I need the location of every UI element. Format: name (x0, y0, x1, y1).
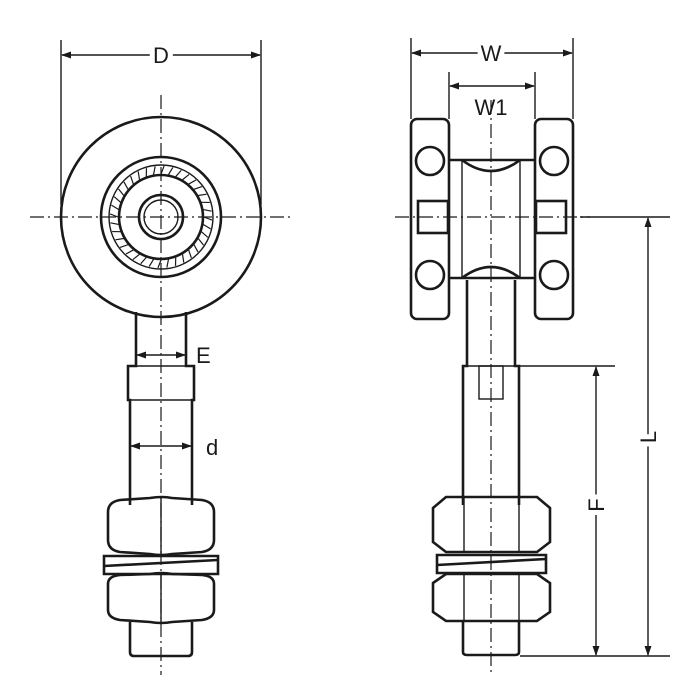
bearing-tooth (175, 169, 182, 177)
front-bolt-end (128, 622, 194, 658)
side-view: W W1 L F (395, 36, 670, 675)
bearing-tooth (193, 186, 203, 190)
bearing-tooth (203, 223, 211, 230)
label-F: F (584, 498, 609, 511)
bearing-tooth (166, 259, 170, 268)
bearing-tooth (119, 244, 129, 248)
bearing-tooth (188, 179, 197, 185)
side-right-wheel-section (533, 117, 575, 321)
dimension-W1: W1 (448, 72, 536, 120)
side-spring-washer (435, 553, 548, 575)
side-shaft (461, 280, 521, 505)
bearing-tooth (140, 257, 147, 265)
label-d: d (206, 435, 218, 460)
bearing-tooth (203, 216, 213, 221)
bearing-tooth (115, 237, 124, 241)
bearing-tooth (198, 193, 207, 197)
bearing-tooth (167, 167, 174, 175)
bearing-tooth (152, 166, 156, 175)
bearing-tooth (203, 208, 212, 212)
bearing-tooth (137, 171, 141, 180)
side-hub (448, 158, 536, 280)
label-D: D (153, 43, 169, 68)
dimension-W: W (410, 36, 574, 119)
dimension-L: L (520, 216, 670, 657)
bearing-tooth (201, 231, 209, 238)
bearing-tooth (123, 181, 129, 190)
bearing-tooth (117, 188, 125, 196)
front-view: D E d (30, 38, 290, 675)
label-W: W (481, 41, 502, 66)
bearing-tooth (188, 249, 192, 259)
side-lower-nut (431, 572, 552, 623)
bearing-tooth (109, 213, 119, 218)
side-upper-nut (431, 495, 552, 554)
front-wheel (59, 115, 263, 319)
front-upper-nut (106, 495, 216, 557)
bearing-tooth (181, 254, 185, 263)
dimension-F: F (520, 365, 615, 656)
dimension-d: d (130, 435, 218, 460)
bearing-tooth (110, 222, 119, 226)
bearing-tooth (182, 173, 190, 181)
front-spring-washer (102, 554, 220, 576)
label-L: L (636, 431, 661, 443)
label-E: E (196, 343, 211, 368)
bearing-tooth (111, 204, 119, 211)
side-bolt-end (461, 621, 521, 657)
dimension-E: E (136, 343, 211, 368)
bearing-tooth (113, 196, 121, 203)
bearing-tooth (125, 249, 134, 255)
bearing-tooth (148, 259, 155, 267)
label-W1: W1 (475, 95, 508, 120)
bearing-teeth (109, 165, 213, 269)
bearing-tooth (132, 253, 140, 261)
side-left-wheel-section (409, 117, 451, 321)
bearing-tooth (160, 165, 165, 175)
bearing-tooth (193, 244, 199, 253)
bearing-tooth (157, 259, 162, 269)
bearing-tooth (197, 238, 205, 246)
bearing-tooth (130, 175, 134, 185)
front-lower-nut (106, 571, 216, 625)
